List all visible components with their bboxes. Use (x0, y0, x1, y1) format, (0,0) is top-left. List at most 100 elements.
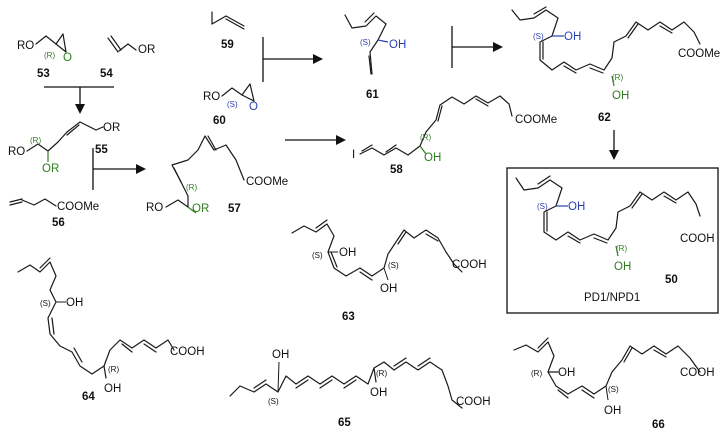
c56-alkyne2 (9, 201, 23, 206)
c57-chain (165, 135, 245, 208)
compound-54: OR 54 (100, 35, 155, 80)
c57-alkyne-b (207, 135, 217, 151)
c63-db3 (359, 271, 373, 281)
c57-wedge (187, 206, 197, 214)
c66-db5 (653, 349, 667, 358)
compound-61: (S) OH 61 (344, 12, 406, 101)
c62-oh2-label: OH (612, 90, 629, 102)
c64-db2 (51, 317, 55, 335)
c65-stereo1: (S) (268, 397, 279, 406)
c62-chain (511, 9, 701, 71)
c60-stereo: (S) (227, 100, 238, 109)
c50-chain (515, 177, 701, 241)
c50-db6 (663, 195, 677, 204)
c65-oh2-label: OH (370, 387, 387, 399)
c66-db4 (623, 347, 633, 363)
c66-db1 (537, 337, 549, 349)
c64-db4 (121, 343, 133, 353)
c57-number: 57 (228, 203, 241, 215)
c62-stereo1: (S) (533, 32, 544, 41)
compound-56: COOMe 56 (9, 198, 99, 229)
c50-oh2-label: OH (614, 261, 631, 273)
c64-chain (17, 261, 175, 375)
c61-hash (377, 39, 389, 43)
compound-58: I COOMe (R) OH 58 (352, 95, 557, 176)
c61-stereo: (S) (360, 38, 371, 47)
c64-oh2-label: OH (104, 383, 121, 395)
arrow-61-58-to-62 (451, 26, 503, 68)
c63-stereo1: (S) (312, 251, 323, 260)
compound-64: COOH (S) OH (R) OH 64 (17, 257, 205, 403)
c50-db5 (631, 193, 643, 209)
c66-chain (513, 341, 701, 395)
compound-66: COOH (R) OH (S) OH 66 (513, 337, 715, 431)
arrow-53-54-to-55 (44, 86, 114, 114)
c50-cooh-label: COOH (680, 233, 715, 245)
c66-hash2 (605, 385, 609, 401)
c65-stereo2: (R) (376, 369, 387, 378)
c65-chain (229, 361, 463, 409)
c61-chain2 (369, 23, 387, 75)
c64-db5 (143, 343, 157, 353)
c50-oh1-label: OH (568, 201, 585, 213)
c65-db6 (417, 357, 431, 367)
c59-chain (211, 11, 227, 25)
c54-alkyne2 (110, 35, 122, 51)
compound-55: RO OR (R) OR 55 (8, 121, 120, 175)
c61-alkyne2 (368, 55, 372, 75)
c62-db4 (589, 67, 604, 74)
c58-stereo: (R) (420, 133, 431, 142)
c56-number: 56 (52, 217, 65, 229)
c62-number: 62 (598, 112, 611, 124)
c50-wedge (615, 245, 619, 257)
compound-59: 59 (211, 11, 245, 51)
c62-stereo2: (R) (612, 73, 623, 82)
c66-number: 66 (652, 419, 665, 431)
c63-number: 63 (342, 311, 355, 323)
compound-63: COOH (S) OH (S) OH 63 (291, 219, 487, 323)
c65-db4 (343, 379, 357, 389)
c54-chain (118, 43, 137, 52)
c53-stereo: (R) (44, 51, 55, 60)
c63-hash2 (383, 267, 389, 281)
c59-alkyne (225, 15, 245, 27)
c65-db1 (253, 379, 267, 389)
c57-alkyne-a (173, 167, 182, 183)
c57-coome-label: COOMe (246, 176, 288, 188)
c66-stereo1: (R) (531, 369, 542, 378)
c56-coome-label: COOMe (57, 201, 99, 213)
c64-number: 64 (82, 391, 95, 403)
c58-oh-label: OH (424, 152, 441, 164)
c64-oh1-label: OH (66, 297, 83, 309)
c66-db3 (581, 389, 595, 399)
arrow-55-56-to-57 (92, 148, 146, 190)
c53-oxygen: O (63, 52, 72, 64)
c55-number: 55 (95, 144, 108, 156)
c56-alkyne (9, 198, 23, 203)
c60-number: 60 (213, 115, 226, 127)
c55-tail (95, 126, 104, 131)
c60-chain (221, 83, 251, 97)
c62-db1 (533, 6, 547, 15)
c61-db (364, 12, 375, 23)
c62-coome-label: COOMe (678, 48, 720, 60)
c50-db3 (567, 235, 581, 244)
c61-chain (344, 14, 387, 29)
c64-cooh-label: COOH (170, 346, 205, 358)
c50-db4 (593, 237, 608, 244)
c58-coome-label: COOMe (515, 114, 557, 126)
c59-alkyne2 (225, 18, 245, 30)
c58-iodide-label: I (352, 149, 355, 161)
c66-oh2-label: OH (604, 405, 621, 417)
c65-hash1 (277, 361, 280, 393)
c62-db3 (563, 65, 577, 74)
c57-or-label: OR (192, 203, 209, 215)
c65-wedge (373, 367, 377, 383)
c65-oh1-label: OH (272, 349, 289, 361)
c57-stereo: (R) (186, 183, 197, 192)
c63-stereo2: (S) (388, 261, 399, 270)
c50-stereo1: (S) (537, 202, 548, 211)
c55-or2-label: OR (42, 163, 59, 175)
